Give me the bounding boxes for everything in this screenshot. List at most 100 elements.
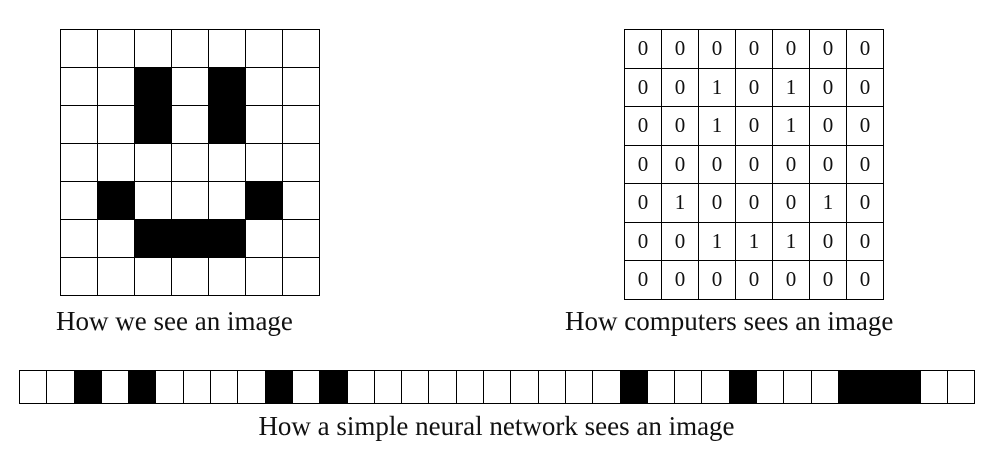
pixel-cell-empty [97,257,135,296]
matrix-value-cell: 0 [661,67,699,107]
matrix-value-cell: 0 [735,144,773,184]
matrix-value-cell: 1 [772,106,810,146]
matrix-value-cell: 1 [661,183,699,223]
pixel-row [60,105,320,144]
vector-cell-filled [128,370,157,404]
vector-cell-empty [401,370,430,404]
matrix-value-cell: 0 [624,106,662,146]
matrix-value-cell: 0 [698,144,736,184]
pixel-cell-empty [171,105,209,144]
matrix-value-cell: 0 [661,221,699,261]
matrix-value-cell: 1 [772,67,810,107]
pixel-cell-empty [97,105,135,144]
vector-cell-filled [892,370,921,404]
vector-cell-empty [783,370,812,404]
caption-computer-view: How computers sees an image [565,306,894,336]
vector-cell-empty [155,370,184,404]
pixel-cell-empty [171,181,209,220]
matrix-value-cell: 0 [809,260,847,300]
matrix-value-cell: 0 [846,29,884,69]
pixel-cell-empty [282,67,320,106]
pixel-cell-empty [171,143,209,182]
pixel-cell-empty [134,257,172,296]
pixel-cell-empty [97,143,135,182]
matrix-value-cell: 0 [735,67,773,107]
matrix-value-cell: 0 [624,144,662,184]
pixel-cell-empty [282,181,320,220]
matrix-value-cell: 0 [772,260,810,300]
matrix-value-cell: 0 [735,260,773,300]
matrix-value-cell: 0 [624,29,662,69]
matrix-value-cell: 1 [698,106,736,146]
vector-cell-filled [264,370,293,404]
vector-cell-empty [46,370,75,404]
vector-cell-empty [564,370,594,404]
matrix-value-cell: 0 [772,29,810,69]
caption-network-view: How a simple neural network sees an imag… [258,411,735,441]
vector-cell-empty [237,370,266,404]
vector-cell-empty [756,370,785,404]
matrix-value-cell: 0 [809,221,847,261]
pixel-row [60,143,320,182]
pixel-cell-empty [97,29,135,68]
matrix-value-cell: 0 [846,67,884,107]
matrix-value-cell: 1 [809,183,847,223]
pixel-cell-filled [208,219,246,258]
pixel-cell-empty [60,219,98,258]
pixel-cell-empty [60,67,98,106]
pixel-cell-empty [171,257,209,296]
pixel-cell-empty [134,181,172,220]
pixel-cell-empty [245,67,283,106]
vector-cell-empty [100,370,130,404]
vector-cell-empty [701,370,730,404]
matrix-value-cell: 0 [624,67,662,107]
matrix-value-cell: 0 [809,144,847,184]
caption-human-view: How we see an image [56,306,293,336]
vector-cell-empty [210,370,239,404]
vector-cell-filled [728,370,758,404]
vector-cell-empty [455,370,485,404]
vector-row [18,370,976,404]
pixel-cell-empty [245,29,283,68]
pixel-cell-empty [60,257,98,296]
matrix-value-cell: 0 [772,183,810,223]
matrix-value-cell: 0 [735,106,773,146]
pixel-cell-empty [171,67,209,106]
pixel-cell-empty [282,29,320,68]
pixel-cell-empty [245,143,283,182]
vector-cell-filled [865,370,894,404]
matrix-value-cell: 0 [846,144,884,184]
matrix-value-cell: 0 [624,183,662,223]
pixel-cell-empty [171,29,209,68]
vector-cell-empty [346,370,375,404]
vector-cell-empty [947,370,976,404]
pixel-cell-empty [60,181,98,220]
pixel-cell-empty [208,257,246,296]
vector-cell-empty [182,370,212,404]
vector-cell-filled [73,370,102,404]
vector-cell-filled [837,370,867,404]
matrix-value-cell: 1 [698,67,736,107]
pixel-row [60,67,320,106]
vector-cell-empty [810,370,839,404]
pixel-row [60,29,320,68]
pixel-cell-empty [134,143,172,182]
pixel-cell-empty [208,181,246,220]
pixel-cell-empty [60,29,98,68]
pixel-cell-empty [282,219,320,258]
vector-cell-empty [592,370,621,404]
matrix-value-cell: 1 [735,221,773,261]
pixel-cell-filled [208,105,246,144]
matrix-value-cell: 0 [698,29,736,69]
matrix-value-cell: 0 [661,260,699,300]
vector-cell-empty [919,370,949,404]
flattened-pixel-vector [18,370,976,404]
matrix-value-cell: 0 [809,106,847,146]
pixel-cell-empty [245,257,283,296]
vector-cell-filled [619,370,648,404]
